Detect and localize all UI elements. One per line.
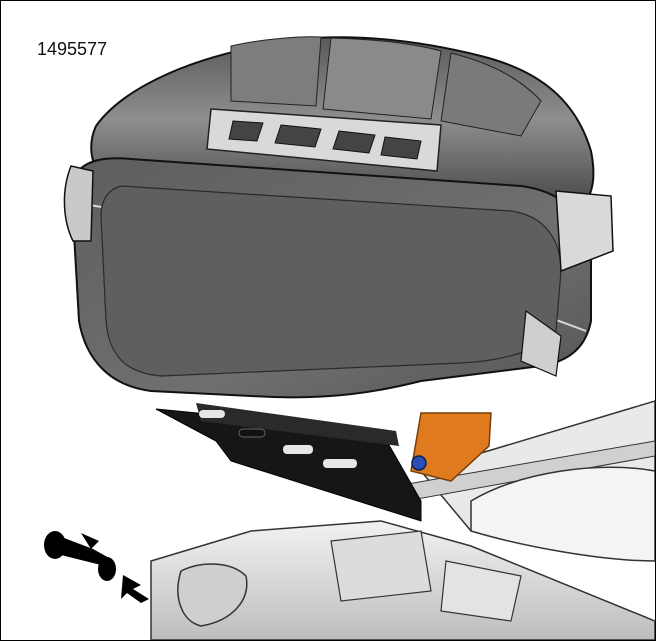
latch-bracket xyxy=(410,412,492,482)
motorcycle-front-arrow-icon xyxy=(44,531,149,603)
luggage-rack xyxy=(150,400,655,640)
figure-id-label: 1495577 xyxy=(37,39,108,59)
vent-bezel xyxy=(206,108,442,172)
mounting-plate xyxy=(155,403,422,522)
trunk-body xyxy=(63,36,614,399)
